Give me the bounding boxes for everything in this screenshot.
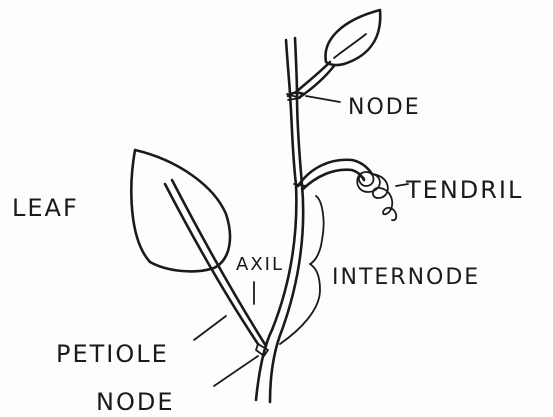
label-axil: AXIL (236, 254, 284, 275)
internode-brace (280, 196, 324, 344)
label-leaf: LEAF (12, 194, 79, 222)
label-petiole: PETIOLE (56, 340, 169, 368)
petiole-pointer (194, 316, 226, 340)
top-leaf (296, 10, 380, 97)
label-node-top: NODE (348, 95, 421, 120)
label-tendril: TENDRIL (405, 176, 523, 204)
top-leaf-petiole-2 (300, 66, 334, 97)
large-leaf-blade (131, 150, 230, 271)
node-top-pointer (306, 96, 340, 102)
node-bottom-pointer (214, 356, 258, 386)
large-leaf (131, 150, 268, 356)
tendril (298, 160, 396, 220)
label-internode: INTERNODE (332, 265, 480, 290)
label-node-bottom: NODE (96, 388, 175, 416)
top-leaf-blade (325, 10, 380, 65)
